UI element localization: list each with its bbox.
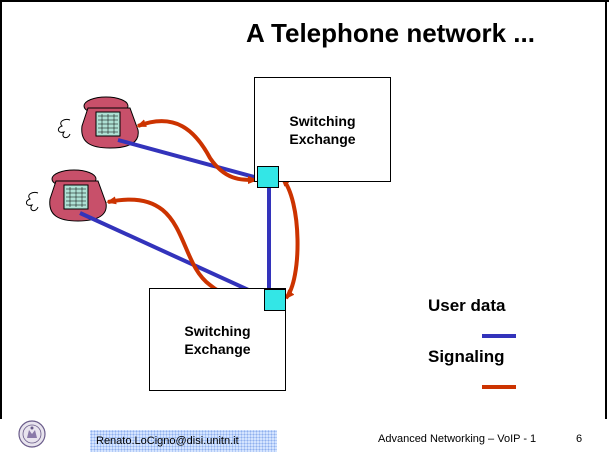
slide-frame-right xyxy=(605,0,607,419)
user-data-line-1 xyxy=(117,138,259,180)
university-seal-icon xyxy=(18,420,46,448)
legend-user-data-label: User data xyxy=(428,296,506,315)
footer-email: Renato.LoCigno@disi.unitn.it xyxy=(90,430,277,452)
signaling-arrow-1 xyxy=(136,119,258,184)
page-number: 6 xyxy=(576,433,583,445)
slide-frame-left xyxy=(0,0,2,419)
signaling-arrow-trunk xyxy=(280,176,300,300)
slide-title: A Telephone network ... xyxy=(246,18,535,48)
switching-exchange-top: Switching Exchange xyxy=(254,77,391,182)
user-data-line-2 xyxy=(79,211,267,300)
slide-frame-top xyxy=(0,0,609,2)
legend-signaling-label: Signaling xyxy=(428,347,505,366)
switching-exchange-bottom: Switching Exchange xyxy=(149,288,286,391)
exchange-port-bottom xyxy=(264,289,286,311)
telephone-icon xyxy=(25,169,107,222)
exchange-label: Switching Exchange xyxy=(289,112,356,147)
footer-course-title: Advanced Networking – VoIP - 1 xyxy=(378,433,537,445)
exchange-label: Switching Exchange xyxy=(184,322,251,357)
exchange-port-top xyxy=(257,166,279,188)
legend-signaling-swatch xyxy=(482,385,516,389)
legend-user-data-swatch xyxy=(482,334,516,338)
